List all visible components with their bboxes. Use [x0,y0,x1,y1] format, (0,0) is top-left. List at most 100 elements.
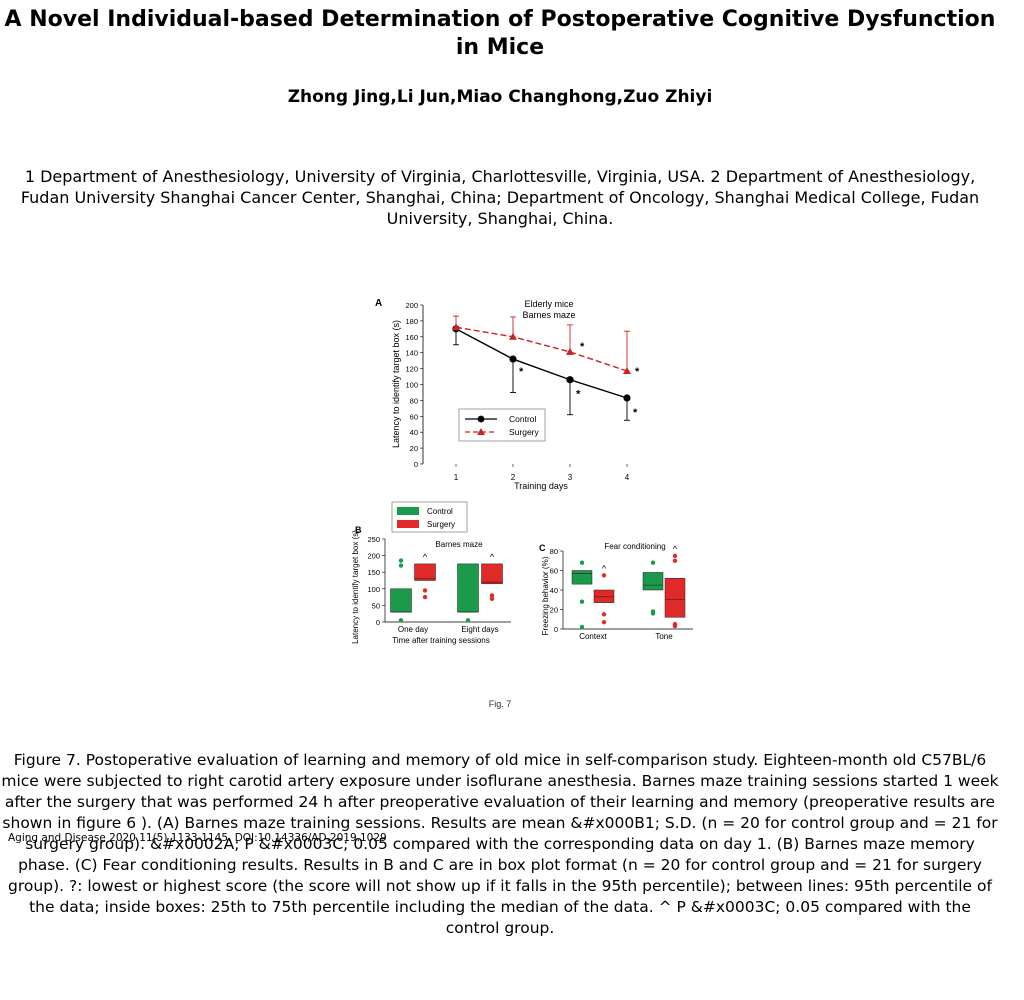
panel-c-y-tick-label: 20 [550,606,558,615]
panel-b-outlier [422,594,428,600]
panel-c-outlier [672,558,678,563]
author-list: Zhong Jing,Li Jun,Miao Changhong,Zuo Zhi… [287,87,713,107]
panel-a-y-tick-label: 120 [405,365,418,374]
panel-a-x-tick-label: 4 [625,473,630,482]
panel-b-legend-control-label: Control [427,507,453,516]
figure-caption: Figure 7. Postoperative evaluation of le… [1,751,999,937]
panel-c-y-tick-label: 0 [554,625,558,634]
panel-b-significance-caret: ^ [423,552,428,562]
panel-a-significance-star: * [580,341,585,353]
panel-a-legend-control-label: Control [509,414,537,424]
panel-a-subtitle: Barnes maze [522,310,575,320]
panel-b-y-tick-label: 150 [367,568,380,577]
panel-b-box-control [457,563,479,613]
panel-c-category-label: Tone [655,632,673,641]
figure-label: Fig. 7 [489,699,512,709]
affiliations: 1 Department of Anesthesiology, Universi… [20,167,980,228]
panel-b-box-surgery [481,563,503,585]
panel-c-outlier [601,619,607,625]
panel-c-y-axis-label: Freezing behavior (%) [541,556,550,635]
panel-a-point-control [623,394,631,402]
panel-a-legend-control-marker [477,415,485,423]
panel-a-y-tick-label: 40 [410,428,418,437]
figure-7: A Elderly mice Barnes maze Training days… [319,244,703,730]
figure-svg: A Elderly mice Barnes maze Training days… [351,298,693,709]
panel-b-outlier [422,588,428,593]
panel-a-x-axis-label: Training days [514,481,568,491]
panel-c-y-tick-label: 80 [550,547,558,556]
panel-b-significance-caret: ^ [490,552,495,562]
panel-c-significance-caret: ^ [602,563,607,573]
panel-c-y-tick-label: 40 [550,586,558,595]
panel-a-y-tick-label: 140 [405,349,418,358]
panel-c-outlier [579,599,585,604]
panel-b-legend-control-swatch [397,507,419,515]
panel-b-y-tick-label: 100 [367,585,380,594]
panel-a-significance-star: * [635,366,640,378]
panel-c-title: Fear conditioning [604,542,665,551]
panel-a-x-tick-label: 2 [511,473,516,482]
panel-a-point-surgery [452,323,460,331]
panel-c-box-control [571,570,593,585]
panel-b-y-tick-label: 50 [372,601,380,610]
panel-c-box-control [642,572,664,591]
panel-b-x-axis-label: Time after training sessions [392,636,490,645]
panel-b-category-label: Eight days [461,625,498,634]
panel-c-outlier [579,624,585,630]
panel-a-legend-box [458,408,546,442]
panel-b-outlier [489,593,495,598]
panel-c-outlier [672,621,678,627]
panel-a-x-tick-label: 3 [568,473,573,482]
panel-a-y-tick-label: 160 [405,333,418,342]
panel-b-outlier [398,563,404,568]
panel-a-y-tick-label: 60 [410,412,418,421]
panel-a-x-tick-label: 1 [454,473,459,482]
panel-a-point-control [509,355,517,363]
panel-b-outlier [489,596,495,601]
panel-b-box-control [390,588,412,613]
panel-b-outlier [398,618,404,623]
panel-a-y-tick-label: 20 [410,444,418,453]
panel-a-point-surgery [566,347,574,355]
panel-a-y-axis-label: Latency to identify target box (s) [391,320,401,448]
panel-b-outlier [398,558,404,563]
panel-a-y-tick-label: 80 [410,396,418,405]
panel-a-title: Elderly mice [524,299,573,309]
panel-b-y-axis-label: Latency to identify target box (s) [351,530,360,644]
panel-b-y-tick-label: 200 [367,552,380,561]
panel-a-significance-star: * [576,389,581,401]
journal-citation: Aging and Disease 2020 11(5) 1133-1145. … [8,832,387,844]
panel-a-significance-star: * [633,407,638,419]
panel-a-point-surgery [509,332,517,340]
panel-b-y-tick-label: 0 [376,618,380,627]
panel-c-outlier [601,612,607,617]
panel-c-box-surgery [593,589,615,603]
panel-c-significance-caret: ^ [673,544,678,554]
panel-b-letter: B [355,525,362,535]
panel-c-letter: C [539,543,546,553]
panel-b-outlier [465,618,471,623]
panel-c-outlier [650,611,656,616]
panel-a-y-tick-label: 180 [405,317,418,326]
panel-b-category-label: One day [398,625,428,634]
panel-a-series-surgery-line [455,326,628,372]
panel-b-legend-surgery-swatch [397,520,419,528]
panel-c-outlier [579,560,585,565]
panel-c-box-surgery [664,578,686,618]
panel-b-title: Barnes maze [435,540,483,549]
panel-c-outlier [601,573,607,578]
panel-c-y-tick-label: 60 [550,567,558,576]
panel-a-significance-star: * [519,366,524,378]
panel-c-outlier [672,553,678,559]
panel-a-y-tick-label: 200 [405,301,418,310]
panel-c-category-label: Context [579,632,607,641]
panel-a-letter: A [375,298,382,309]
panel-a-point-surgery [623,366,631,374]
panel-b-legend-surgery-label: Surgery [427,520,455,529]
panel-c-outlier [650,560,656,565]
panel-a-legend-surgery-label: Surgery [509,427,540,437]
panel-a-series-control-line [455,328,628,399]
panel-a-y-tick-label: 0 [414,460,418,469]
panel-a-point-control [566,376,574,384]
paper-title: A Novel Individual-based Determination o… [4,7,996,60]
